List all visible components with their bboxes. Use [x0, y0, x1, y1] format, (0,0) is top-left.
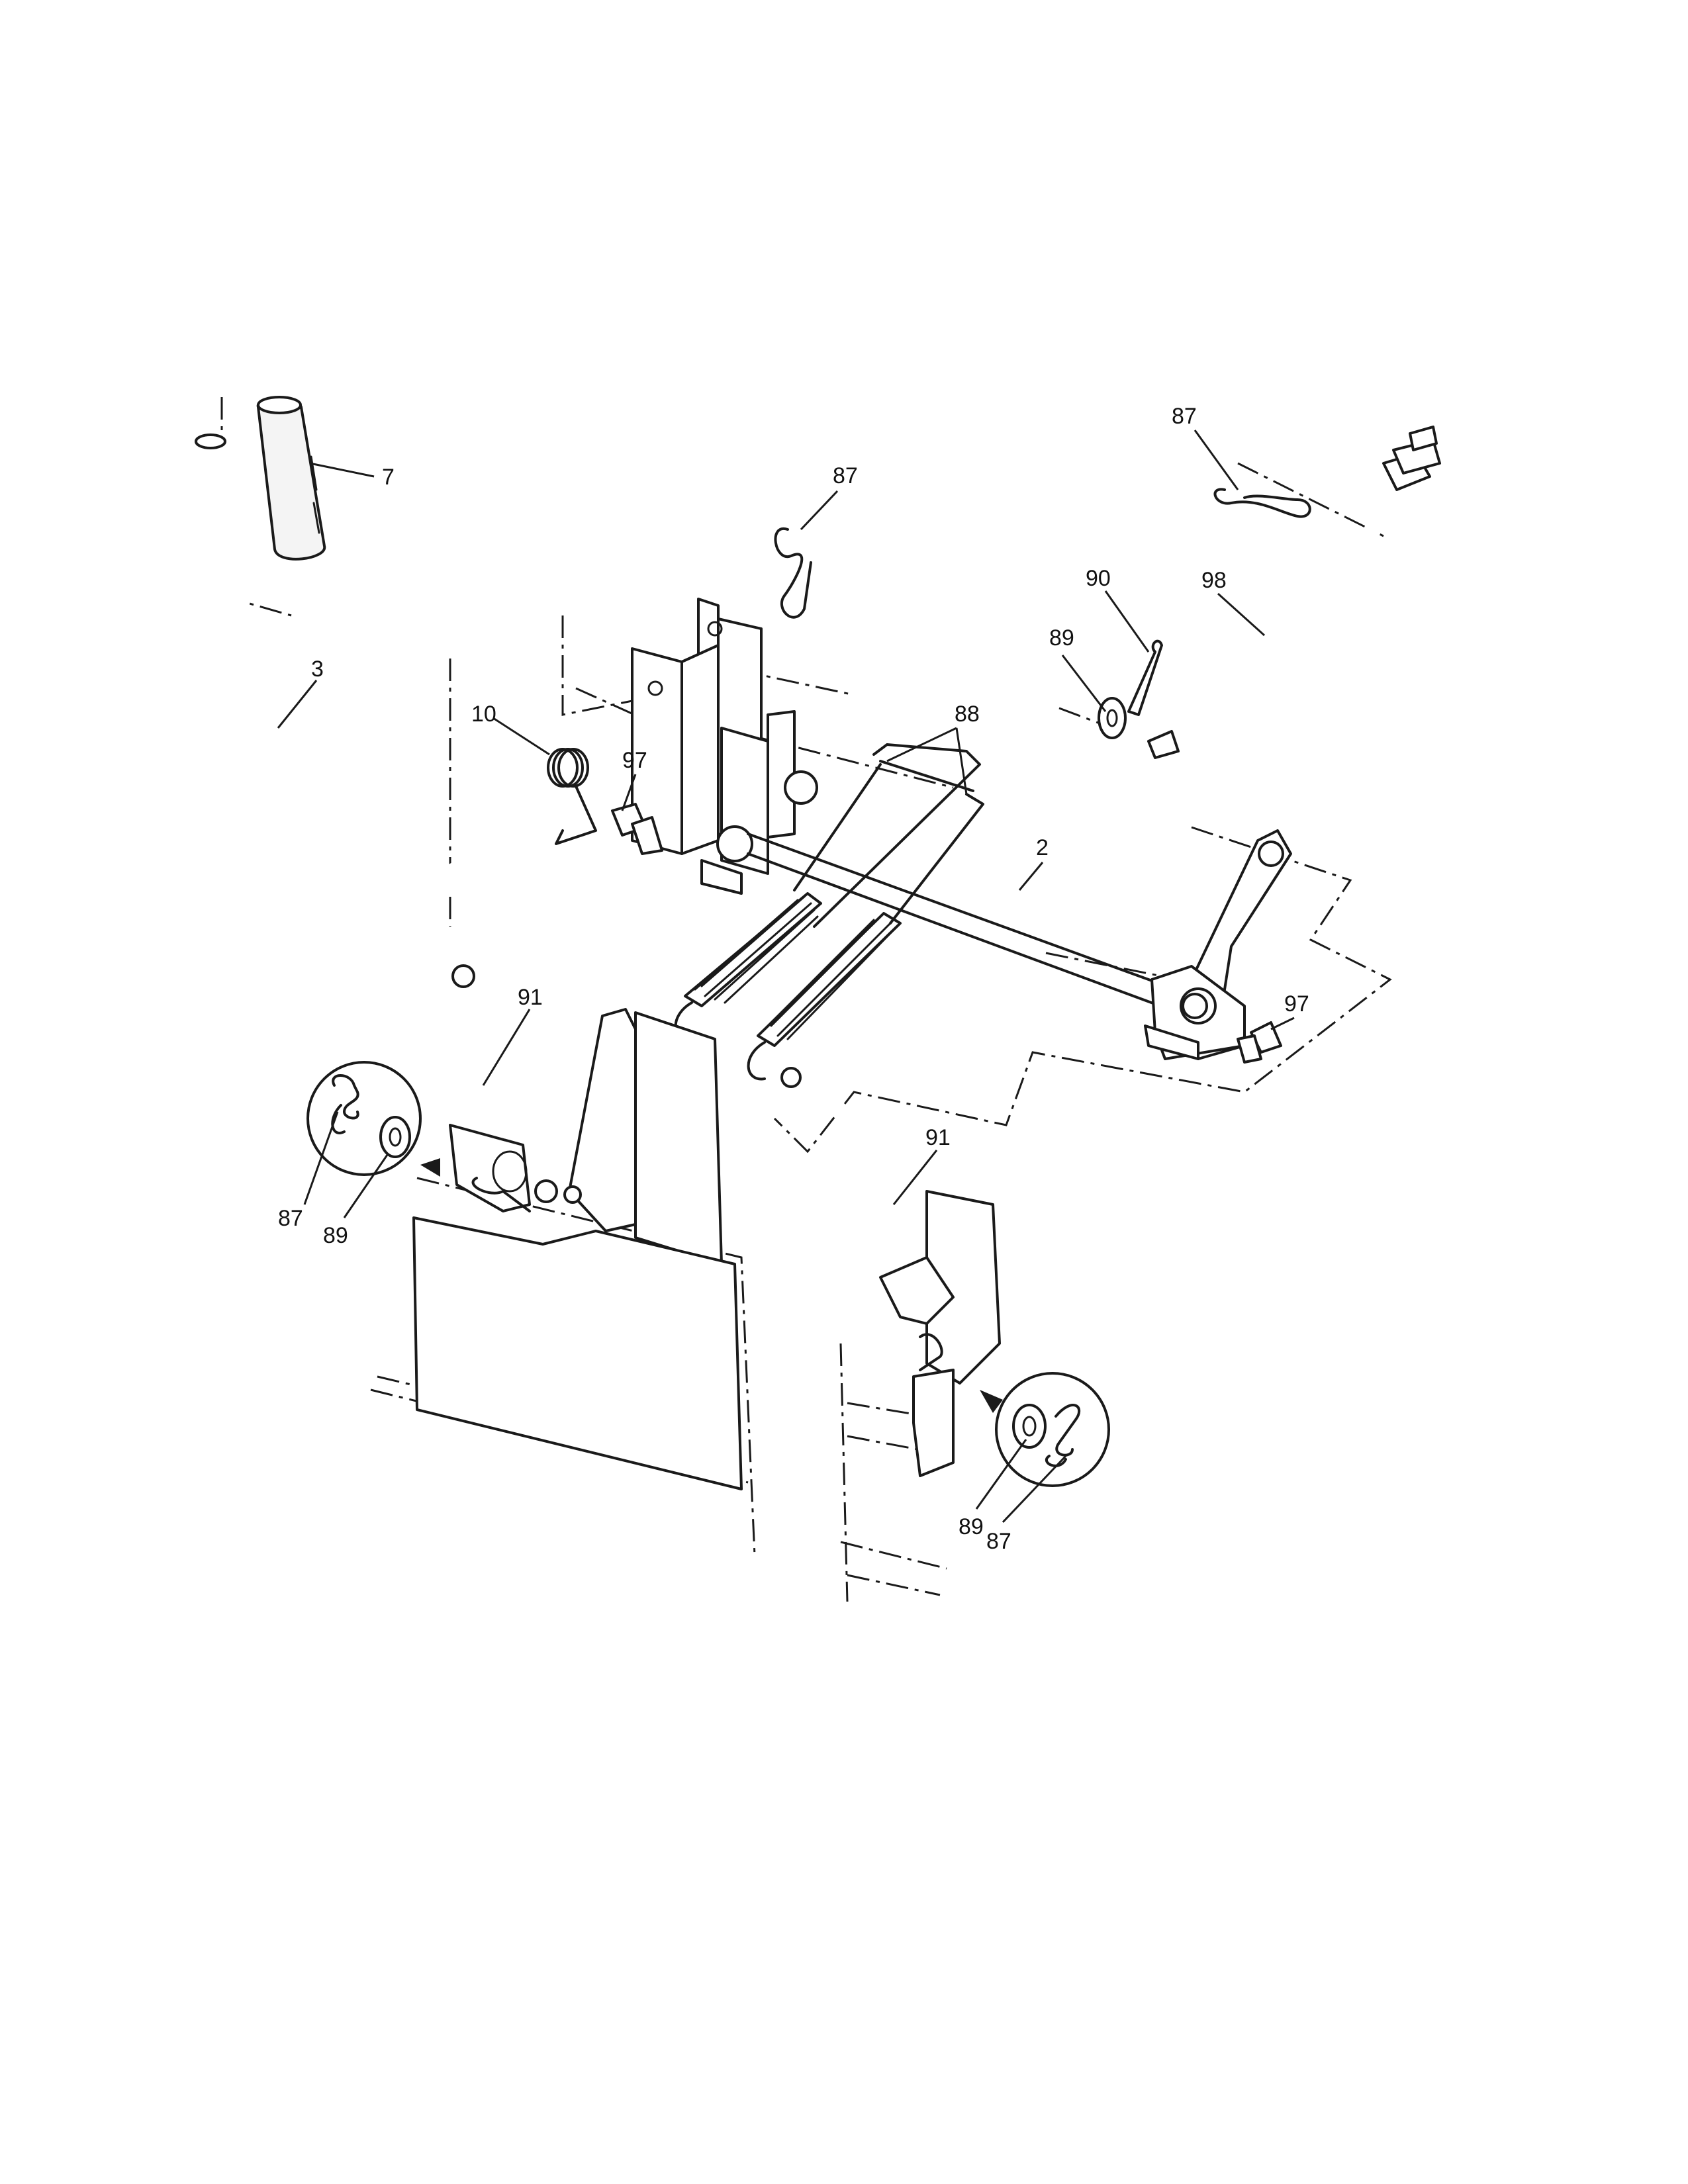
washer-right: [1098, 697, 1127, 739]
callout-89-detail-right: 89: [959, 1514, 984, 1539]
spring-coil-right: [747, 912, 902, 1081]
bolt-right: [1237, 1021, 1282, 1064]
callout-97-right: 97: [1284, 991, 1309, 1017]
lift-bracket: [631, 598, 818, 895]
callout-3: 3: [311, 657, 324, 682]
detail-circle-left: [306, 1061, 440, 1177]
callout-87-detail-left: 87: [278, 1206, 303, 1231]
extension-springs: [674, 743, 984, 1081]
handle-grip: [256, 396, 326, 561]
adjustment-rod: [1147, 426, 1441, 759]
callout-97-left: 97: [622, 748, 647, 773]
callout-87-right: 87: [1172, 404, 1197, 429]
lift-arm-right: [1144, 829, 1292, 1060]
callout-91-right: 91: [925, 1125, 951, 1150]
callout-88: 88: [955, 702, 980, 727]
callout-2: 2: [1036, 835, 1049, 860]
callout-89-right: 89: [1049, 625, 1074, 651]
spring-coil-left: [674, 892, 822, 1041]
callout-87-detail-right: 87: [986, 1529, 1011, 1554]
cross-shaft: [747, 833, 1186, 1014]
detail-circle-right: [980, 1372, 1110, 1487]
hairpin-clip-right: [1213, 488, 1311, 518]
callout-7: 7: [382, 465, 395, 490]
lift-handle-rod: [195, 426, 530, 896]
callout-labels: 7 87 87 90 98 89 3 10 97 88 2 97 91 87 8…: [278, 404, 1309, 1554]
callout-89-detail-left: 89: [323, 1223, 348, 1248]
callout-87-top: 87: [833, 463, 858, 488]
clip-pin: [1127, 639, 1163, 716]
leader-lines: [277, 430, 1295, 1524]
callout-98: 98: [1201, 568, 1227, 593]
callout-90: 90: [1086, 566, 1111, 591]
torsion-spring: [547, 748, 597, 845]
bolt-left: [611, 803, 663, 855]
lift-link-right: [780, 1067, 1001, 1477]
lift-link-left: [404, 964, 743, 1490]
callout-91-left: 91: [518, 985, 543, 1010]
hairpin-clip-top: [774, 527, 812, 619]
callout-10: 10: [471, 702, 496, 727]
